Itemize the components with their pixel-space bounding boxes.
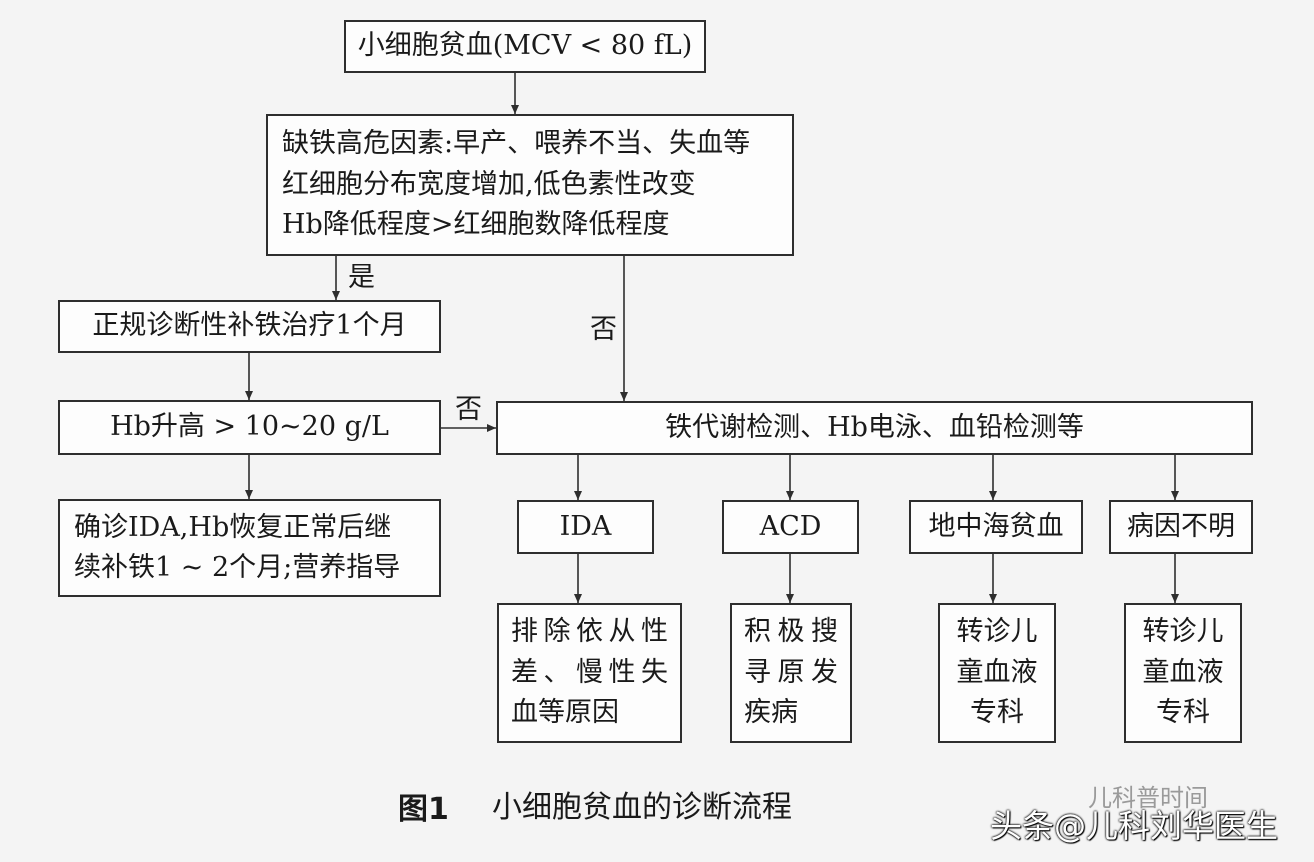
risk-line-1: 缺铁高危因素:早产、喂养不当、失血等	[282, 128, 751, 160]
node-risk-factors: 缺铁高危因素:早产、喂养不当、失血等 红细胞分布宽度增加,低色素性改变 Hb降低…	[266, 114, 794, 256]
node-thalassemia-text: 地中海贫血	[928, 510, 1064, 542]
confirm-line-1: 确诊IDA,Hb恢复正常后继	[74, 511, 392, 543]
unknown-action-line-2: 童血液	[1142, 656, 1224, 688]
node-confirm-ida: 确诊IDA,Hb恢复正常后继 续补铁1 ~ 2个月;营养指导	[58, 499, 441, 597]
edge-label-no-left: 否	[455, 394, 482, 425]
node-acd: ACD	[722, 500, 859, 554]
edge-label-no-right: 否	[590, 314, 617, 345]
node-lab-tests-text: 铁代谢检测、Hb电泳、血铅检测等	[665, 411, 1084, 443]
node-iron-trial: 正规诊断性补铁治疗1个月	[58, 300, 441, 353]
node-lab-tests: 铁代谢检测、Hb电泳、血铅检测等	[496, 401, 1253, 455]
node-microcytic-anemia-text: 小细胞贫血(MCV < 80 fL)	[357, 30, 693, 62]
node-hb-rise-text: Hb升高 > 10~20 g/L	[110, 411, 389, 443]
node-ida-text: IDA	[559, 510, 612, 542]
unknown-action-line-1: 转诊儿	[1142, 616, 1224, 648]
acd-action-line-2: 寻原发	[744, 656, 838, 688]
node-iron-trial-text: 正规诊断性补铁治疗1个月	[92, 310, 407, 342]
acd-action-line-3: 疾病	[744, 697, 798, 729]
node-unknown-cause-text: 病因不明	[1127, 510, 1235, 542]
node-unknown-action: 转诊儿 童血液 专科	[1124, 603, 1242, 743]
figure-title: 小细胞贫血的诊断流程	[492, 790, 792, 825]
acd-action-line-1: 积极搜	[744, 616, 838, 648]
edge-label-yes: 是	[348, 262, 375, 293]
ida-action-line-2: 差、慢性失	[511, 656, 668, 688]
node-ida-action: 排除依从性 差、慢性失 血等原因	[497, 603, 682, 743]
risk-line-3: Hb降低程度>红细胞数降低程度	[282, 209, 670, 241]
thal-action-line-2: 童血液	[956, 656, 1038, 688]
figure-number: 图1	[398, 792, 449, 827]
node-thal-action: 转诊儿 童血液 专科	[938, 603, 1056, 743]
node-ida: IDA	[517, 500, 654, 554]
node-hb-rise: Hb升高 > 10~20 g/L	[58, 400, 441, 455]
ida-action-line-3: 血等原因	[511, 697, 619, 729]
node-acd-text: ACD	[759, 510, 822, 542]
node-thalassemia: 地中海贫血	[909, 500, 1083, 554]
unknown-action-line-3: 专科	[1156, 697, 1210, 729]
risk-line-2: 红细胞分布宽度增加,低色素性改变	[282, 168, 696, 200]
node-acd-action: 积极搜 寻原发 疾病	[730, 603, 852, 743]
thal-action-line-1: 转诊儿	[956, 616, 1038, 648]
watermark-faint-text: 儿科普时间	[1088, 784, 1208, 812]
watermark-main-text: 头条@儿科刘华医生	[990, 807, 1279, 845]
node-unknown-cause: 病因不明	[1109, 500, 1253, 554]
node-microcytic-anemia: 小细胞贫血(MCV < 80 fL)	[344, 20, 706, 73]
confirm-line-2: 续补铁1 ~ 2个月;营养指导	[74, 552, 401, 583]
ida-action-line-1: 排除依从性	[511, 616, 668, 648]
thal-action-line-3: 专科	[970, 697, 1024, 729]
